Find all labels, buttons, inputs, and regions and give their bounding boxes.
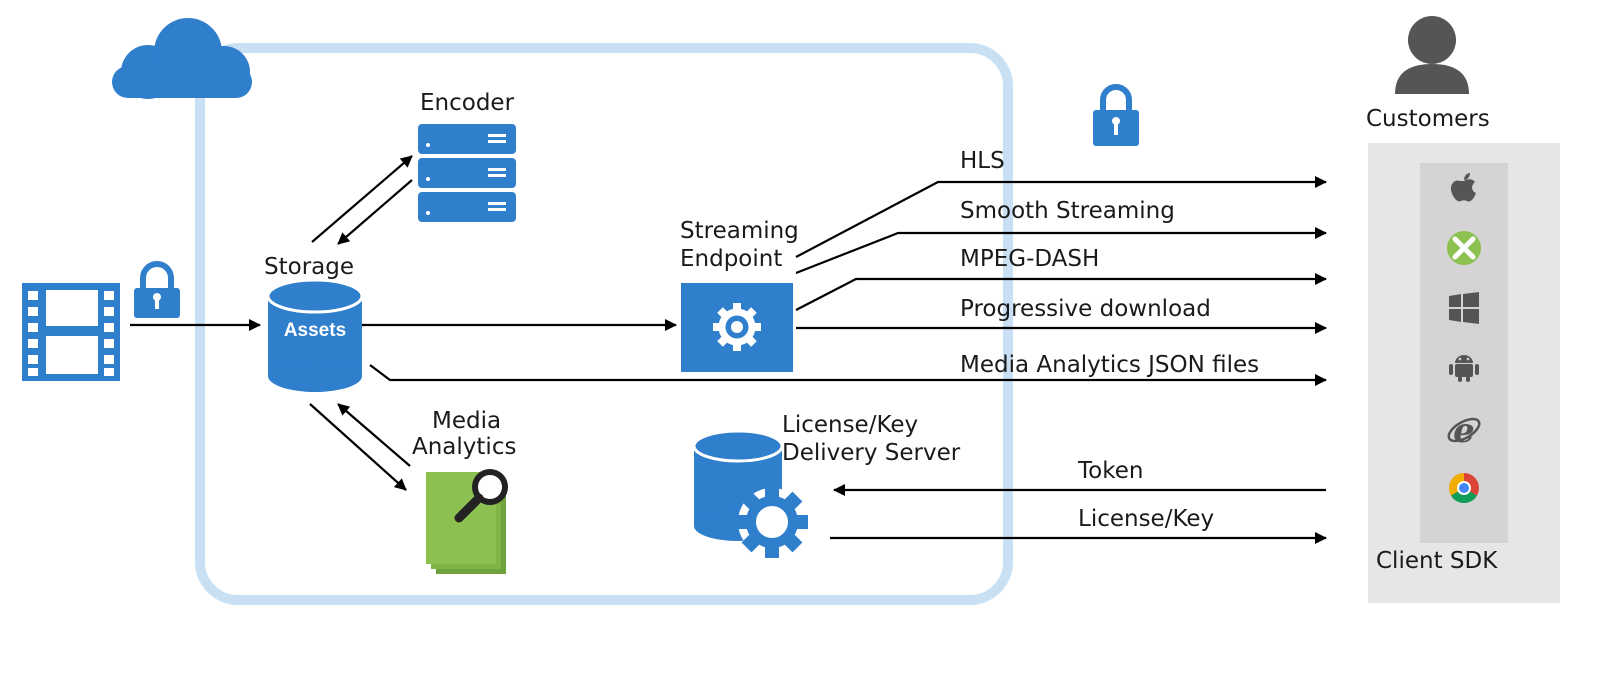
arrow-smooth-streaming bbox=[795, 227, 1327, 275]
arrow-storage-to-analytics bbox=[309, 403, 407, 491]
svg-text:e: e bbox=[1453, 412, 1475, 448]
film-icon bbox=[22, 283, 120, 381]
mpeg-dash-label: MPEG-DASH bbox=[960, 246, 1100, 272]
arrow-json bbox=[369, 364, 1327, 386]
license-server-label-line2: Delivery Server bbox=[782, 440, 961, 466]
media-analytics-label-line2: Analytics bbox=[412, 434, 517, 460]
assets-label: Assets bbox=[283, 320, 347, 341]
token-label: Token bbox=[1078, 458, 1144, 484]
hls-label: HLS bbox=[960, 148, 1005, 174]
media-analytics-json-label: Media Analytics JSON files bbox=[960, 352, 1260, 378]
smooth-streaming-label: Smooth Streaming bbox=[960, 198, 1175, 224]
streaming-endpoint-icon bbox=[681, 283, 793, 372]
server-icon bbox=[418, 124, 516, 222]
windows-icon bbox=[1449, 292, 1479, 324]
customers-label: Customers bbox=[1366, 106, 1490, 132]
encoder-label: Encoder bbox=[420, 90, 515, 116]
android-icon bbox=[1449, 355, 1479, 382]
streaming-endpoint-label-line1: Streaming bbox=[680, 218, 799, 244]
progressive-download-label: Progressive download bbox=[960, 296, 1211, 322]
xbox-icon bbox=[1447, 231, 1481, 265]
database-icon bbox=[266, 278, 364, 392]
arrow-hls bbox=[795, 176, 1327, 258]
arrow-encoder-to-storage bbox=[337, 179, 413, 245]
arrow-storage-to-encoder bbox=[311, 155, 413, 243]
cloud-icon bbox=[112, 18, 252, 99]
media-analytics-label-line1: Media bbox=[432, 408, 502, 434]
license-server-label-line1: License/Key bbox=[782, 412, 919, 438]
arrow-analytics-to-storage bbox=[337, 403, 411, 467]
chrome-icon bbox=[1448, 473, 1479, 504]
magnifier-documents-icon bbox=[426, 469, 508, 574]
ie-icon: e bbox=[1447, 412, 1481, 448]
license-key-label: License/Key bbox=[1078, 506, 1215, 532]
client-sdk-label: Client SDK bbox=[1376, 548, 1498, 574]
person-icon bbox=[1395, 16, 1469, 94]
apple-icon bbox=[1450, 173, 1476, 202]
storage-label: Storage bbox=[264, 254, 354, 280]
lock-icon bbox=[134, 261, 180, 318]
streaming-endpoint-label-line2: Endpoint bbox=[680, 246, 783, 272]
lock-icon bbox=[1093, 84, 1139, 146]
arrow-mpeg-dash bbox=[795, 273, 1327, 311]
